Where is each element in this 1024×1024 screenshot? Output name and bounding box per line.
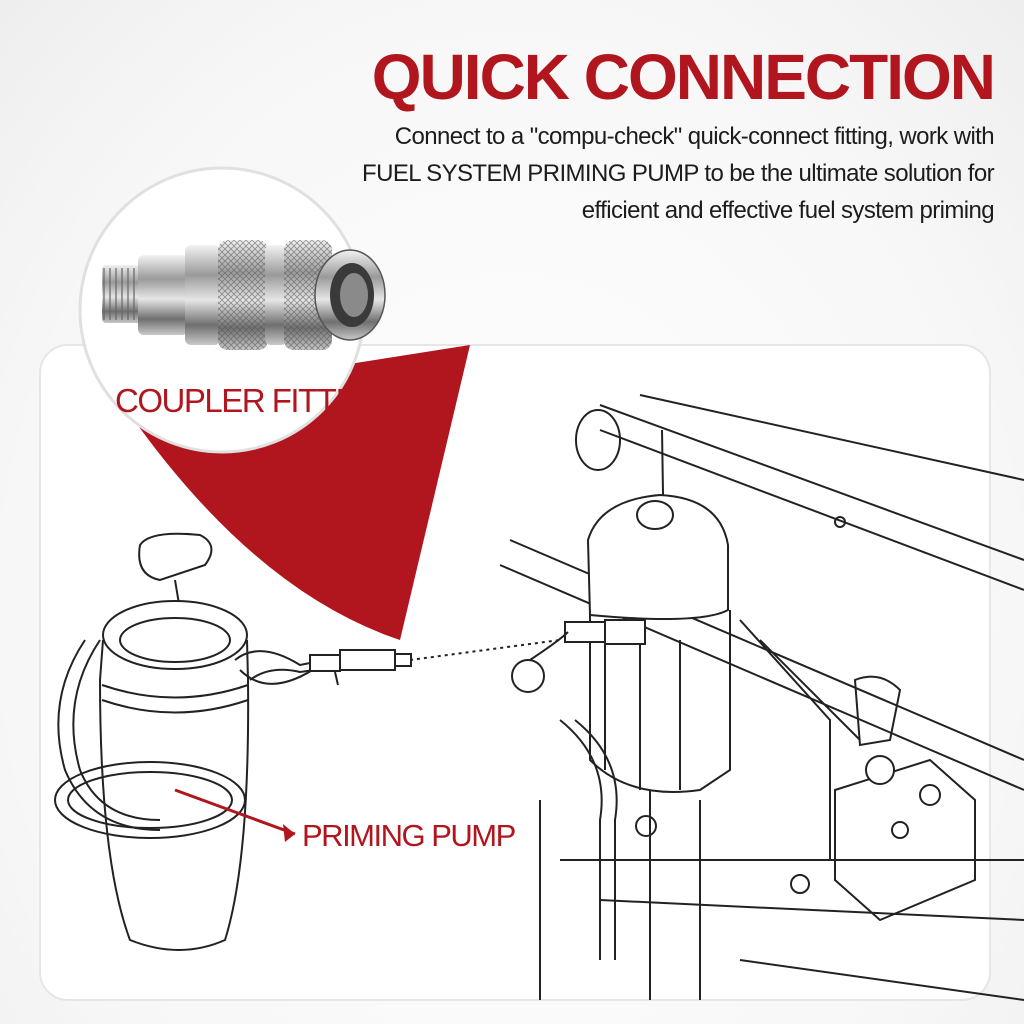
connection-line — [409, 639, 561, 661]
description-line: Connect to a "compu-check" quick-connect… — [394, 123, 995, 150]
engine-drawing — [499, 394, 1024, 1001]
description-line: efficient and effective fuel system prim… — [581, 197, 995, 224]
description-line: FUEL SYSTEM PRIMING PUMP to be the ultim… — [362, 160, 995, 187]
page-description: Connect to a "compu-check" quick-connect… — [294, 118, 995, 229]
coupler-fitting-image — [102, 240, 386, 350]
priming-pump-drawing — [54, 532, 412, 951]
priming-pump-label: PRIMING PUMP — [302, 818, 516, 853]
page-title: QUICK CONNECTION — [371, 41, 996, 113]
pump-pointer-arrow — [174, 788, 296, 836]
coupler-fitting-label: COUPLER FITTING — [115, 382, 390, 419]
